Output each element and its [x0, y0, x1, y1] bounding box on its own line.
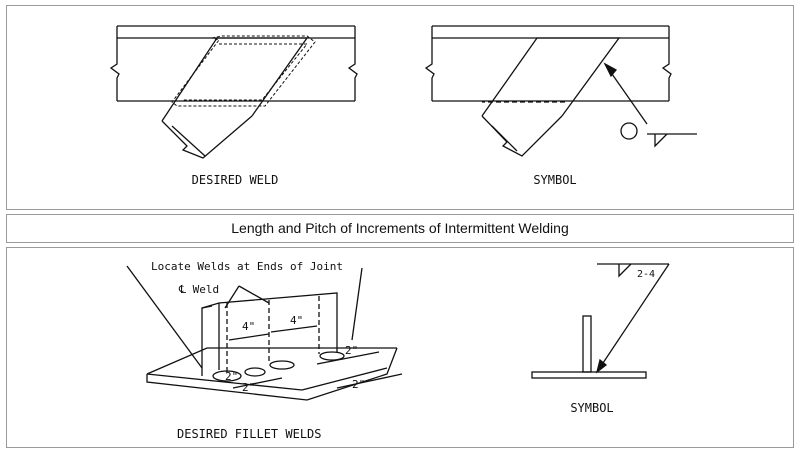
desired-weld-label: DESIRED WELD	[192, 173, 279, 187]
dim-2-arrows	[232, 351, 403, 389]
desired-weld-plate	[161, 37, 309, 159]
desired-fillet-welds-label: DESIRED FILLET WELDS	[177, 427, 322, 441]
top-diagram: DESIRED WELD SYMBOL	[109, 25, 697, 187]
dim-2a: 2"	[345, 344, 358, 357]
dim-4a: 4"	[242, 320, 255, 333]
cl-weld-label: ℄ Weld	[178, 283, 219, 296]
symbol-dim: 2-4	[637, 269, 655, 280]
bottom-panel: Locate Welds at Ends of Joint ℄ Weld 4" …	[6, 247, 794, 448]
weld-bead	[171, 35, 316, 107]
dim-2d: 2"	[352, 378, 365, 391]
symbol-plate	[481, 37, 621, 157]
locate-leaders	[126, 265, 363, 369]
dim-2b: 2"	[225, 370, 238, 383]
bottom-diagram: Locate Welds at Ends of Joint ℄ Weld 4" …	[126, 260, 670, 441]
top-panel: DESIRED WELD SYMBOL	[6, 5, 794, 210]
dim-4-arrows	[228, 325, 318, 341]
vertical-plate	[201, 292, 338, 376]
desired-weld-beam	[109, 25, 358, 102]
dim-2c: 2"	[242, 381, 255, 394]
top-symbol-label: SYMBOL	[533, 173, 576, 187]
bottom-symbol-label: SYMBOL	[570, 401, 613, 415]
fillet-weld-symbol	[531, 263, 670, 379]
symbol-beam	[424, 25, 672, 102]
base-plate	[146, 347, 398, 401]
locate-welds-label: Locate Welds at Ends of Joint	[151, 260, 343, 273]
caption-panel: Length and Pitch of Increments of Interm…	[6, 214, 794, 243]
weld-centerlines	[226, 296, 320, 372]
dim-4b: 4"	[290, 314, 303, 327]
weld-symbol-leader	[603, 62, 697, 148]
figure-caption: Length and Pitch of Increments of Interm…	[231, 220, 569, 236]
